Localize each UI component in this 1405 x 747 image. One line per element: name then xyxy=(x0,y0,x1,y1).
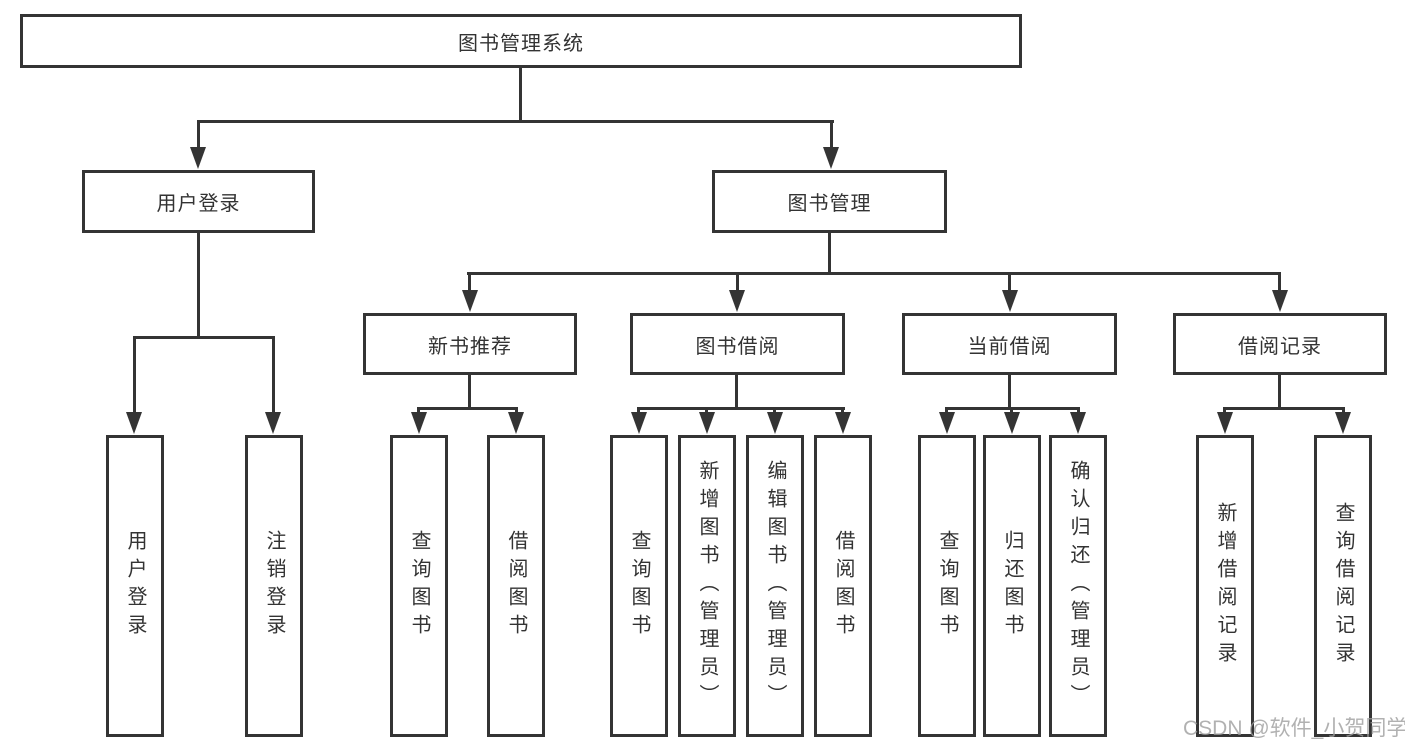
connector-line xyxy=(468,272,471,294)
node-confirm-return-admin: 确认归还（管理员） xyxy=(1049,435,1107,737)
node-user-login-leaf: 用户登录 xyxy=(106,435,164,737)
node-borrow-books-recommend: 借阅图书 xyxy=(487,435,545,737)
node-query-borrow-record: 查询借阅记录 xyxy=(1314,435,1372,737)
connector-line xyxy=(133,336,136,416)
arrow-down-icon xyxy=(823,147,839,169)
arrow-down-icon xyxy=(939,412,955,434)
arrow-down-icon xyxy=(1002,290,1018,312)
node-borrow-books-leaf: 借阅图书 xyxy=(814,435,872,737)
connector-line xyxy=(1223,407,1345,410)
node-current-borrow: 当前借阅 xyxy=(902,313,1117,375)
node-borrow-records: 借阅记录 xyxy=(1173,313,1387,375)
arrow-down-icon xyxy=(1070,412,1086,434)
node-query-books-borrow: 查询图书 xyxy=(610,435,668,737)
connector-line xyxy=(519,68,522,122)
node-return-books: 归还图书 xyxy=(983,435,1041,737)
arrow-down-icon xyxy=(126,412,142,434)
connector-line xyxy=(467,272,1281,275)
arrow-down-icon xyxy=(699,412,715,434)
node-add-borrow-record: 新增借阅记录 xyxy=(1196,435,1254,737)
connector-line xyxy=(133,336,275,339)
node-query-books-recommend: 查询图书 xyxy=(390,435,448,737)
csdn-watermark: CSDN @软件_小贺同学 xyxy=(1183,717,1405,740)
node-book-borrow: 图书借阅 xyxy=(630,313,845,375)
connector-line xyxy=(1278,272,1281,294)
connector-line xyxy=(735,375,738,409)
arrow-down-icon xyxy=(729,290,745,312)
arrow-down-icon xyxy=(1217,412,1233,434)
arrow-down-icon xyxy=(767,412,783,434)
arrow-down-icon xyxy=(190,147,206,169)
connector-line xyxy=(830,120,833,150)
node-query-books-current: 查询图书 xyxy=(918,435,976,737)
node-logout-leaf: 注销登录 xyxy=(245,435,303,737)
connector-line xyxy=(828,233,831,274)
connector-line xyxy=(197,120,834,123)
connector-line xyxy=(272,336,275,416)
connector-line xyxy=(1008,272,1011,294)
connector-line xyxy=(637,407,845,410)
node-book-management: 图书管理 xyxy=(712,170,947,233)
arrow-down-icon xyxy=(411,412,427,434)
node-new-book-recommend: 新书推荐 xyxy=(363,313,577,375)
arrow-down-icon xyxy=(1004,412,1020,434)
node-user-login: 用户登录 xyxy=(82,170,315,233)
arrow-down-icon xyxy=(265,412,281,434)
node-edit-books-admin: 编辑图书（管理员） xyxy=(746,435,804,737)
arrow-down-icon xyxy=(1335,412,1351,434)
node-root: 图书管理系统 xyxy=(20,14,1022,68)
arrow-down-icon xyxy=(631,412,647,434)
connector-line xyxy=(197,233,200,336)
connector-line xyxy=(1278,375,1281,409)
arrow-down-icon xyxy=(462,290,478,312)
connector-line xyxy=(1008,375,1011,409)
arrow-down-icon xyxy=(508,412,524,434)
arrow-down-icon xyxy=(835,412,851,434)
arrow-down-icon xyxy=(1272,290,1288,312)
connector-line xyxy=(417,407,518,410)
connector-line xyxy=(197,120,200,150)
connector-line xyxy=(736,272,739,294)
connector-line xyxy=(468,375,471,409)
node-add-books-admin: 新增图书（管理员） xyxy=(678,435,736,737)
